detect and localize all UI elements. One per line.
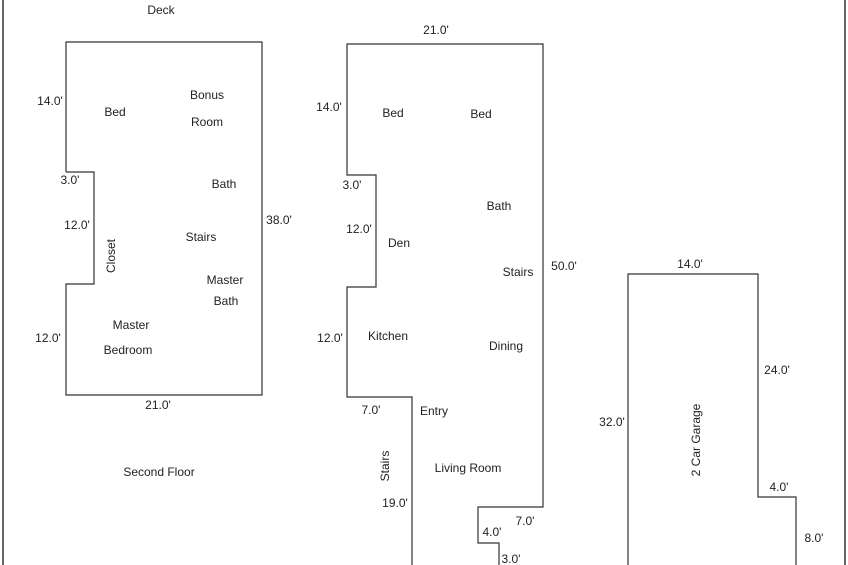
garage-dim-offset: 4.0' [770, 480, 789, 494]
first-floor-stairs-left-label: Stairs [378, 451, 392, 482]
second-floor-plan: Deck Bed Bonus Room Bath Stairs Closet M… [35, 3, 292, 479]
closet-label: Closet [104, 238, 118, 273]
bonus-room-label-line2: Room [191, 115, 223, 129]
second-floor-stairs-label: Stairs [186, 230, 217, 244]
first-floor-bed-2-label: Bed [470, 107, 491, 121]
second-floor-bath-label: Bath [212, 177, 237, 191]
master-bath-label-line1: Master [207, 273, 244, 287]
second-floor-dim-bottom: 21.0' [145, 398, 171, 412]
garage-label: 2 Car Garage [689, 403, 703, 476]
garage-dim-right-upper: 24.0' [764, 363, 790, 377]
dining-label: Dining [489, 339, 523, 353]
second-floor-dim-right: 38.0' [266, 213, 292, 227]
kitchen-label: Kitchen [368, 329, 408, 343]
first-floor-dim-step-width: 7.0' [516, 514, 535, 528]
living-room-label: Living Room [435, 461, 502, 475]
first-floor-bath-label: Bath [487, 199, 512, 213]
second-floor-dim-bottom-left: 12.0' [35, 331, 61, 345]
second-floor-outline [65, 41, 263, 396]
first-floor-outline [346, 43, 544, 565]
first-floor-dim-top-left: 14.0' [316, 100, 342, 114]
first-floor-dim-top: 21.0' [423, 23, 449, 37]
second-floor-dim-notch-width: 3.0' [61, 173, 80, 187]
garage-plan: 2 Car Garage 14.0' 32.0' 24.0' 4.0' 8.0' [599, 257, 823, 565]
master-bedroom-label-line1: Master [113, 318, 150, 332]
second-floor-bed-label: Bed [104, 105, 125, 119]
garage-dim-right-lower: 8.0' [805, 531, 824, 545]
master-bedroom-label-line2: Bedroom [104, 343, 153, 357]
second-floor-dim-top-left: 14.0' [37, 94, 63, 108]
den-label: Den [388, 236, 410, 250]
first-floor-dim-notch-height: 12.0' [346, 222, 372, 236]
first-floor-bed-1-label: Bed [382, 106, 403, 120]
first-floor-dim-kitchen-left: 12.0' [317, 331, 343, 345]
first-floor-dim-right: 50.0' [551, 259, 577, 273]
first-floor-dim-bottom-step: 3.0' [502, 552, 521, 565]
first-floor-dim-step-height: 4.0' [483, 525, 502, 539]
entry-label: Entry [420, 404, 448, 418]
second-floor-dim-notch-height: 12.0' [64, 218, 90, 232]
first-floor-plan: Bed Bed Bath Den Stairs Kitchen Dining E… [316, 23, 577, 565]
second-floor-caption: Second Floor [123, 465, 194, 479]
first-floor-dim-notch-width: 3.0' [343, 178, 362, 192]
garage-dim-left: 32.0' [599, 415, 625, 429]
bonus-room-label-line1: Bonus [190, 88, 224, 102]
first-floor-stairs-right-label: Stairs [503, 265, 534, 279]
master-bath-label-line2: Bath [214, 294, 239, 308]
garage-dim-top: 14.0' [677, 257, 703, 271]
garage-outline [627, 273, 797, 565]
second-floor-deck-label: Deck [147, 3, 175, 17]
first-floor-dim-entry-height: 19.0' [382, 496, 408, 510]
first-floor-dim-entry-width: 7.0' [362, 403, 381, 417]
